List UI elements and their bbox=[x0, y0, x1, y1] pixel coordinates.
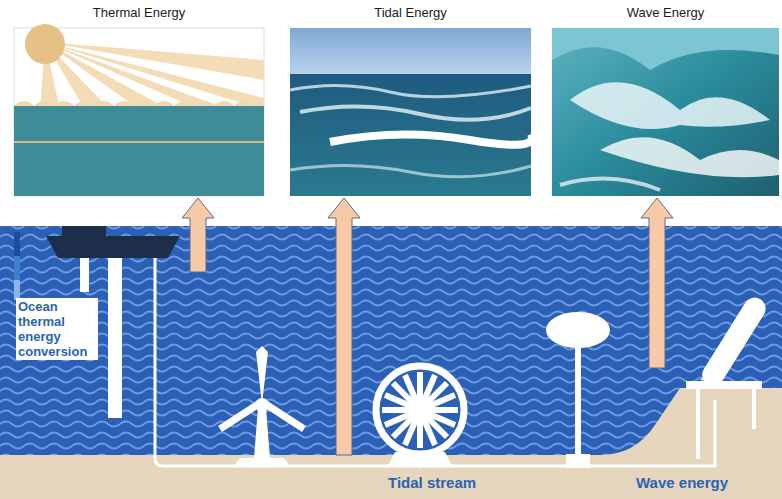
tidal-picture bbox=[290, 28, 532, 196]
energy-panel: Wave Energy bbox=[552, 4, 779, 196]
panel-heading: Wave Energy bbox=[552, 4, 779, 22]
wave-device bbox=[686, 293, 770, 459]
device-label: Tidal stream bbox=[388, 474, 476, 492]
energy-arrows bbox=[182, 198, 673, 455]
energy-panel: Thermal Energy bbox=[14, 4, 264, 196]
wave-buoy bbox=[546, 312, 610, 468]
device-label: Wave energy bbox=[636, 474, 728, 492]
energy-panel: Tidal Energy bbox=[290, 4, 531, 196]
panel-heading: Thermal Energy bbox=[14, 4, 264, 22]
device-label: Ocean thermal energy conversion bbox=[16, 298, 98, 360]
thermal-picture bbox=[14, 24, 264, 196]
tidal-wheel bbox=[376, 366, 464, 466]
cables bbox=[155, 256, 715, 468]
panel-heading: Tidal Energy bbox=[290, 4, 531, 22]
wave-picture bbox=[552, 28, 779, 196]
tidal-turbine bbox=[218, 346, 306, 466]
